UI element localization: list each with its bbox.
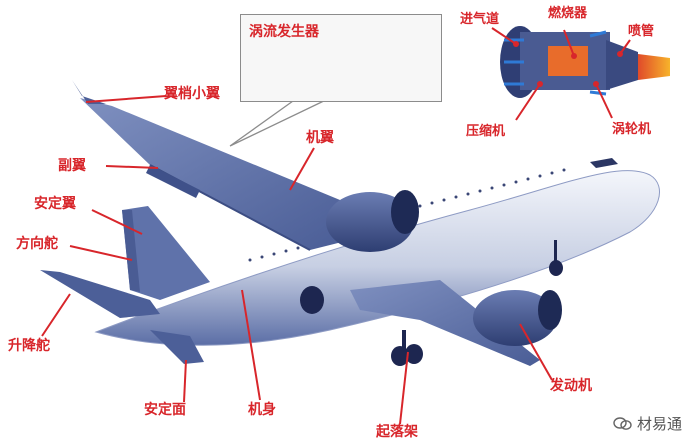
label-landing-gear: 起落架	[376, 424, 418, 440]
rudder	[122, 210, 140, 292]
leader-winglet	[85, 95, 167, 103]
leader-stabilizer	[91, 209, 143, 235]
watermark-text: 材易通	[636, 415, 682, 433]
horizontal-stabilizer-right	[150, 330, 204, 364]
label-turbine: 涡轮机	[612, 122, 652, 137]
label-nozzle: 喷管	[628, 24, 655, 39]
label-winglet: 翼梢小翼	[164, 86, 220, 102]
winglet	[72, 80, 106, 104]
leader-inlet	[491, 27, 517, 45]
label-stabilizer: 安定翼	[34, 196, 76, 212]
vertical-tail	[122, 206, 210, 300]
vortex-generator-box: 涡流发生器	[240, 14, 442, 102]
landing-gear-drawing	[300, 240, 563, 366]
lower-wing	[350, 280, 540, 366]
leader-aileron	[105, 165, 159, 169]
fuselage-shape	[94, 170, 660, 346]
engine-lower	[473, 290, 562, 346]
wechat-icon	[613, 416, 633, 431]
leader-stab-surface	[183, 359, 187, 403]
leader-wing	[289, 147, 315, 191]
leader-turbine	[595, 83, 613, 119]
leader-compressor	[515, 83, 541, 121]
label-combustor: 燃烧器	[548, 6, 588, 21]
aileron	[146, 165, 200, 198]
leader-fuselage	[241, 289, 261, 401]
leader-lines	[41, 27, 631, 425]
label-stab-surface: 安定面	[144, 402, 186, 418]
leader-combustor	[563, 29, 575, 57]
label-elevator: 升降舵	[8, 338, 50, 354]
label-wing: 机翼	[306, 130, 334, 146]
leader-landing-gear	[399, 351, 409, 425]
watermark: 材易通	[613, 413, 682, 434]
label-engine: 发动机	[550, 378, 592, 394]
label-inlet: 进气道	[460, 12, 500, 27]
leader-rudder	[69, 245, 133, 261]
horizontal-stabilizer-left	[40, 270, 160, 318]
engine-upper	[326, 190, 419, 252]
label-aileron: 副翼	[58, 158, 86, 174]
leader-elevator	[41, 293, 71, 337]
vortex-generator-title: 涡流发生器	[249, 24, 319, 40]
engine-cutaway	[500, 26, 670, 98]
main-wing	[80, 98, 350, 250]
leader-engine	[519, 323, 553, 381]
window-row	[248, 168, 566, 262]
callout-vortex	[229, 95, 331, 147]
label-rudder: 方向舵	[16, 236, 58, 252]
label-fuselage: 机身	[248, 402, 276, 418]
label-compressor: 压缩机	[466, 124, 506, 139]
